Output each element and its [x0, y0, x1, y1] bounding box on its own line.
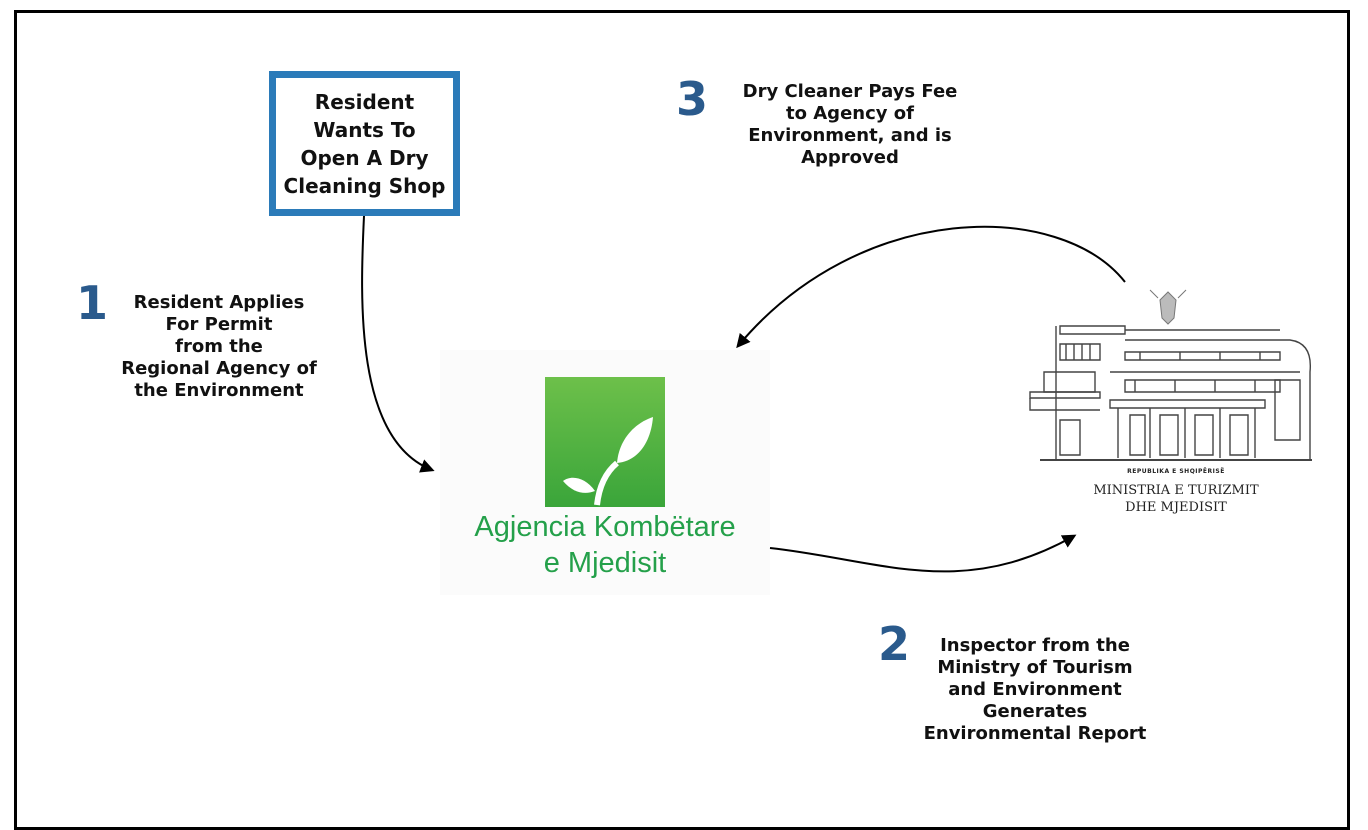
step-1-number: 1: [76, 276, 109, 330]
step-3-number: 3: [676, 72, 709, 126]
step-2-number: 2: [878, 617, 911, 671]
ministry-country-label: REPUBLIKA E SHQIPËRISË: [1127, 468, 1225, 475]
start-box-text: Resident Wants To Open A Dry Cleaning Sh…: [283, 89, 446, 198]
ministry-name: MINISTRIA E TURIZMIT DHE MJEDISIT: [1093, 483, 1259, 515]
step-2-text: Inspector from the Ministry of Tourism a…: [923, 635, 1147, 744]
step-3-text: Dry Cleaner Pays Fee to Agency of Enviro…: [742, 81, 958, 168]
step-1-text: Resident Applies For Permit from the Reg…: [121, 292, 317, 401]
leaf-icon: [563, 417, 653, 506]
agency-name: Agjencia Kombëtare e Mjedisit: [474, 511, 736, 579]
leaf-logo-square: [545, 377, 665, 507]
start-box: Resident Wants To Open A Dry Cleaning Sh…: [269, 71, 460, 216]
